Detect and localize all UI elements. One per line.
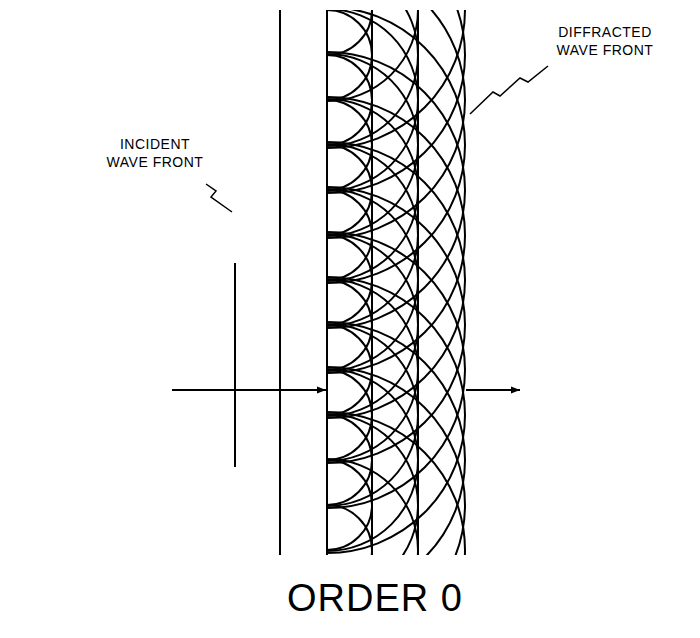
huygens-wavelet [327, 10, 465, 238]
huygens-wavelet [327, 97, 465, 373]
wave-front-label: INCIDENT WAVE FRONT [100, 136, 210, 171]
huygens-wavelet [327, 277, 465, 553]
huygens-wavelet [327, 232, 465, 508]
leader-line [206, 184, 232, 212]
huygens-wavelet [327, 142, 465, 418]
aperture-plane [326, 10, 328, 555]
caption: ORDER 0 [175, 578, 575, 620]
wave-front-line [417, 10, 419, 555]
incident-wave-front [234, 263, 236, 467]
incident-arrow [172, 389, 326, 391]
wavelets [327, 10, 465, 555]
huygens-wavelet [327, 322, 465, 555]
leader-line [470, 66, 548, 114]
huygens-wavelet [327, 52, 465, 328]
huygens-wavelet [327, 367, 465, 555]
huygens-wavelet [327, 412, 465, 555]
diffracted-arrow [466, 389, 520, 391]
wave-front-label: DIFFRACTED WAVE FRONT [548, 24, 662, 59]
wave-front-line [279, 10, 281, 555]
huygens-wavelet [327, 505, 372, 555]
huygens-wavelet [327, 187, 465, 463]
wave-front-line [371, 10, 373, 555]
